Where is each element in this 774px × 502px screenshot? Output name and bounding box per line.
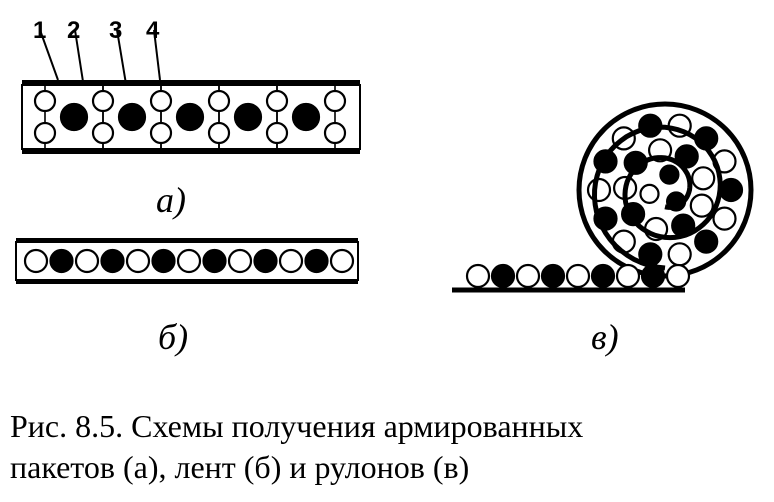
roll-fiber: [639, 183, 660, 204]
glass-fiber: [323, 121, 347, 145]
carbon-fiber: [233, 102, 263, 132]
roll-entry-fiber: [565, 263, 591, 289]
tape-top-plate: [16, 238, 358, 242]
package-fibers: [33, 89, 347, 145]
glass-fiber: [207, 89, 231, 113]
roll-fiber: [659, 164, 680, 185]
roll-entry-row: [465, 263, 691, 289]
roll-entry-fiber: [515, 263, 541, 289]
tape-fiber: [202, 248, 227, 274]
roll-fiber: [667, 242, 692, 267]
glass-fiber: [33, 89, 57, 113]
tape-fiber: [23, 248, 49, 274]
caption-line-2: пакетов (а), лент (б) и рулонов (в): [10, 449, 470, 485]
tape-bottom-plate: [16, 280, 358, 284]
roll-entry-fiber: [465, 263, 491, 289]
glass-fiber: [149, 89, 173, 113]
package-fiber-cells: [44, 84, 336, 150]
package-cell: [276, 84, 336, 150]
glass-fiber: [207, 121, 231, 145]
scheme-v-roll: в): [452, 101, 754, 357]
glass-fiber: [323, 89, 347, 113]
glass-fiber: [265, 89, 289, 113]
label-b: б): [158, 317, 188, 357]
tape-fiber: [49, 248, 74, 274]
roll-entry-fiber: [540, 263, 566, 289]
glass-fiber: [91, 89, 115, 113]
roll-spiral-plate: [591, 124, 723, 271]
label-v: в): [591, 317, 619, 357]
package-bottom-plate: [22, 149, 360, 154]
callout-line-4: [153, 29, 161, 81]
tape-fiber: [74, 248, 100, 274]
roll-entry-fiber: [640, 263, 666, 289]
carbon-fiber: [117, 102, 147, 132]
carbon-fiber: [175, 102, 205, 132]
roll-entry-fiber: [615, 263, 641, 289]
glass-fiber: [91, 121, 115, 145]
roll-entry-fiber: [665, 263, 691, 289]
caption-line-1: Рис. 8.5. Схемы получения армированных: [10, 408, 584, 444]
roll-fiber: [674, 144, 699, 169]
scheme-b-tape: б): [15, 238, 359, 357]
tape-fiber: [176, 248, 202, 274]
tape-fiber: [278, 248, 304, 274]
callout-label-2: 2: [67, 17, 80, 44]
tape-fibers: [23, 248, 355, 274]
tape-fiber: [304, 248, 329, 274]
tape-fiber: [329, 248, 355, 274]
roll-entry-fiber: [490, 263, 516, 289]
tape-fiber: [100, 248, 125, 274]
roll-fiber: [718, 177, 744, 203]
scheme-a-package: 1 2 3 4 а): [21, 17, 361, 220]
figure-caption: Рис. 8.5. Схемы получения армированных п…: [10, 406, 770, 488]
roll-fiber: [586, 177, 612, 203]
callout-line-2: [74, 29, 85, 89]
roll-fiber: [712, 206, 737, 231]
callout-line-1: [39, 29, 59, 81]
glass-fiber: [149, 121, 173, 145]
roll-fiber: [691, 166, 716, 191]
roll-fiber: [689, 193, 714, 218]
tape-fiber: [227, 248, 253, 274]
carbon-fiber: [59, 102, 89, 132]
tape-fiber: [125, 248, 151, 274]
callout-label-3: 3: [109, 17, 122, 44]
carbon-fiber: [291, 102, 321, 132]
callout-label-4: 4: [146, 17, 160, 44]
tape-fiber: [151, 248, 176, 274]
tape-fiber: [253, 248, 278, 274]
glass-fiber: [33, 121, 57, 145]
roll-fiber: [694, 229, 719, 254]
roll-entry-fiber: [590, 263, 616, 289]
label-a: а): [156, 180, 186, 220]
package-top-plate: [22, 80, 360, 85]
callout-label-1: 1: [33, 17, 46, 44]
glass-fiber: [265, 121, 289, 145]
